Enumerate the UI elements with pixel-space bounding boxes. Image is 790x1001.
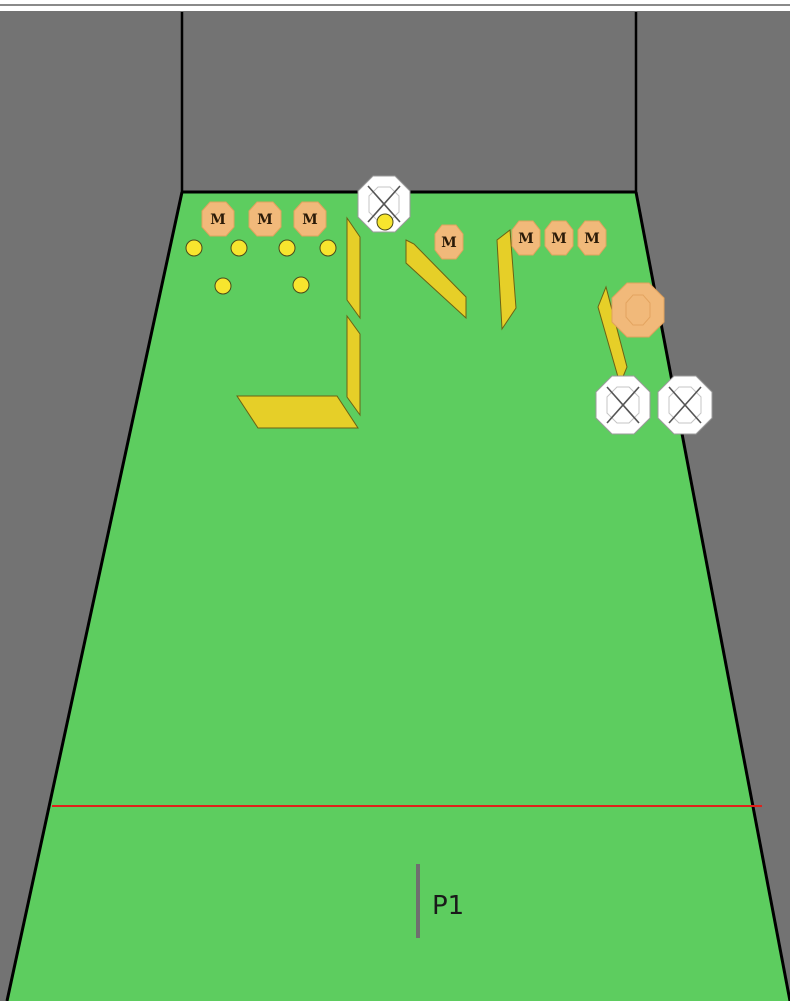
popper-icon [377, 214, 393, 230]
steel-label: M [441, 235, 457, 251]
popper-icon [293, 277, 309, 293]
steel-label: M [210, 212, 226, 228]
steel-plate-icon: M [545, 221, 573, 255]
barricade-wall [237, 396, 358, 428]
steel-label: M [302, 212, 318, 228]
steel-plate-icon: M [512, 221, 540, 255]
steel-plate-icon: M [249, 202, 281, 236]
steel-plate-icon: M [578, 221, 606, 255]
steel-label: M [551, 231, 567, 247]
no-shoot-icon [658, 376, 712, 434]
steel-label: M [518, 231, 534, 247]
position-label: P1 [432, 891, 464, 921]
no-shoot-icon [596, 376, 650, 434]
popper-icon [320, 240, 336, 256]
steel-plate-icon: M [202, 202, 234, 236]
steel-label: M [584, 231, 600, 247]
shooting-box-icon [416, 864, 420, 938]
popper-icon [279, 240, 295, 256]
paper-target-icon [612, 283, 664, 337]
steel-plate-icon: M [435, 225, 463, 259]
barricade-wall [347, 316, 360, 415]
popper-icon [215, 278, 231, 294]
popper-icon [231, 240, 247, 256]
popper-icon [186, 240, 202, 256]
steel-label: M [257, 212, 273, 228]
steel-plate-icon: M [294, 202, 326, 236]
